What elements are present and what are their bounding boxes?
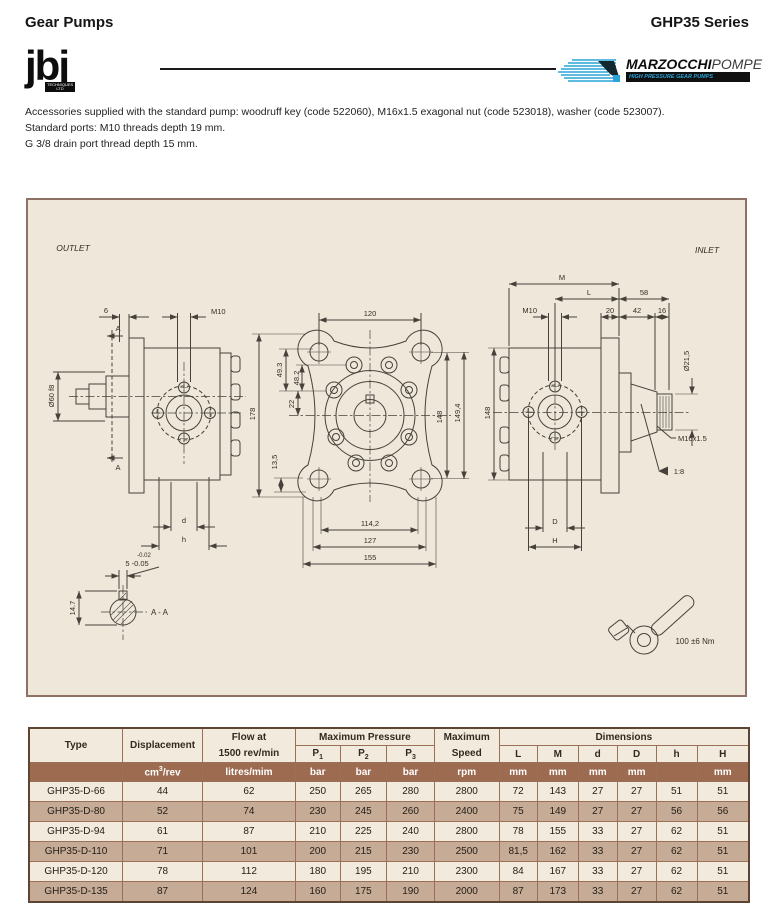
dim-13-5: 13,5 — [270, 455, 279, 470]
dim-149-4: 149,4 — [453, 404, 462, 423]
dim-22: 22 — [287, 400, 296, 408]
dim-dia21-5: Ø21,5 — [682, 351, 691, 371]
left-view: A A Ø60 f8 6 M10 d h — [47, 306, 246, 550]
marzocchi-wordmark: MARZOCCHIPOMPE — [626, 56, 762, 72]
dim-20: 20 — [606, 306, 614, 315]
front-view: 120 49.3 48.2 22 13,5 178 148 149,4 114,… — [248, 309, 469, 568]
col-D: D — [616, 745, 657, 763]
dim-m10-right: M10 — [522, 306, 537, 315]
callout-taper: 1:8 — [674, 467, 684, 476]
unit-type — [28, 762, 124, 782]
col-displacement: Displacement — [122, 727, 203, 763]
unit-p3: bar — [386, 762, 435, 782]
callout-m16: M16x1.5 — [678, 434, 707, 443]
jbj-logo: jbj TECHNIQUES LTD — [25, 44, 95, 96]
outlet-label: OUTLET — [56, 243, 90, 253]
dim-14-7: 14.7 — [68, 601, 77, 616]
dim-120: 120 — [364, 309, 377, 318]
technical-drawing-panel: OUTLET INLET A A Ø60 f8 — [26, 198, 747, 697]
dim-48-2: 48.2 — [292, 371, 301, 386]
dim-155: 155 — [364, 553, 377, 562]
unit-h — [655, 762, 698, 782]
dim-114-2: 114,2 — [361, 519, 379, 528]
inlet-label: INLET — [695, 245, 720, 255]
pompe-text: POMPE — [711, 56, 763, 72]
col-d: d — [577, 745, 618, 763]
series-title: GHP35 Series — [650, 14, 749, 31]
dim-178: 178 — [248, 408, 257, 421]
col-H: H — [696, 745, 750, 763]
section-a-top-label: A — [115, 324, 120, 333]
unit-d: mm — [577, 762, 618, 782]
col-max-pressure: Maximum Pressure — [294, 727, 435, 746]
dim-42: 42 — [633, 306, 641, 315]
section-a-bottom-label: A — [115, 463, 120, 472]
unit-displacement: cm3/rev — [122, 762, 203, 782]
dim-D: D — [552, 517, 558, 526]
jbj-logo-text: jbj — [25, 42, 70, 89]
col-type: Type — [28, 727, 124, 763]
dim-L: L — [587, 288, 591, 297]
page-title: Gear Pumps — [25, 14, 114, 31]
dim-49-3: 49.3 — [275, 363, 284, 378]
header-rule — [160, 68, 556, 70]
unit-speed: rpm — [433, 762, 500, 782]
dim-148-mid: 148 — [435, 411, 444, 424]
unit-p2: bar — [339, 762, 388, 782]
right-view: M L 58 M10 20 42 16 Ø21,5 M16x1.5 — [483, 273, 707, 551]
col-p3: P3 — [386, 745, 435, 763]
dim-h: h — [182, 535, 186, 544]
col-p1: P1 — [294, 745, 341, 763]
units-row: cm3/rev litres/mim bar bar bar rpm mm mm… — [28, 762, 750, 782]
dim-dia60: Ø60 f8 — [47, 385, 56, 408]
unit-flow: litres/mim — [202, 762, 296, 782]
keyway-dim: 5 -0.05 — [125, 559, 148, 568]
col-p2: P2 — [339, 745, 388, 763]
intro-line-2: Standard ports: M10 threads depth 19 mm. — [25, 122, 226, 134]
dim-16: 16 — [658, 306, 666, 315]
intro-line-1: Accessories supplied with the standard p… — [25, 106, 665, 118]
unit-p1: bar — [294, 762, 341, 782]
torque-wrench: 100 ±6 Nm — [608, 595, 715, 655]
intro-line-3: G 3/8 drain port thread depth 15 mm. — [25, 138, 198, 150]
dim-58: 58 — [640, 288, 648, 297]
dim-6: 6 — [104, 306, 108, 315]
marzocchi-text: MARZOCCHI — [626, 56, 712, 72]
speedlines-icon — [558, 59, 620, 82]
section-label: A - A — [151, 608, 169, 617]
dim-127: 127 — [364, 536, 377, 545]
col-h: h — [655, 745, 698, 763]
section-a-a: 14.7 -0.02 5 -0.05 A - A — [68, 553, 169, 640]
dim-M: M — [559, 273, 565, 282]
keyway-tolerance-upper: -0.02 — [137, 553, 151, 559]
dim-H: H — [552, 536, 557, 545]
col-dimensions: Dimensions — [498, 727, 750, 746]
jbj-logo-subtext: TECHNIQUES LTD — [45, 82, 75, 92]
torque-label: 100 ±6 Nm — [675, 637, 714, 646]
dim-m10-left: M10 — [211, 307, 226, 316]
unit-M: mm — [536, 762, 579, 782]
technical-drawing: OUTLET INLET A A Ø60 f8 — [47, 243, 720, 655]
unit-D: mm — [616, 762, 657, 782]
col-L: L — [498, 745, 538, 763]
col-M: M — [536, 745, 579, 763]
marzocchi-tagline: HIGH PRESSURE GEAR PUMPS — [626, 72, 750, 82]
dim-148-right: 148 — [483, 407, 492, 420]
unit-H: mm — [696, 762, 750, 782]
dim-d: d — [182, 516, 186, 525]
unit-L: mm — [498, 762, 538, 782]
marzocchi-logo: MARZOCCHIPOMPE HIGH PRESSURE GEAR PUMPS — [558, 56, 762, 90]
